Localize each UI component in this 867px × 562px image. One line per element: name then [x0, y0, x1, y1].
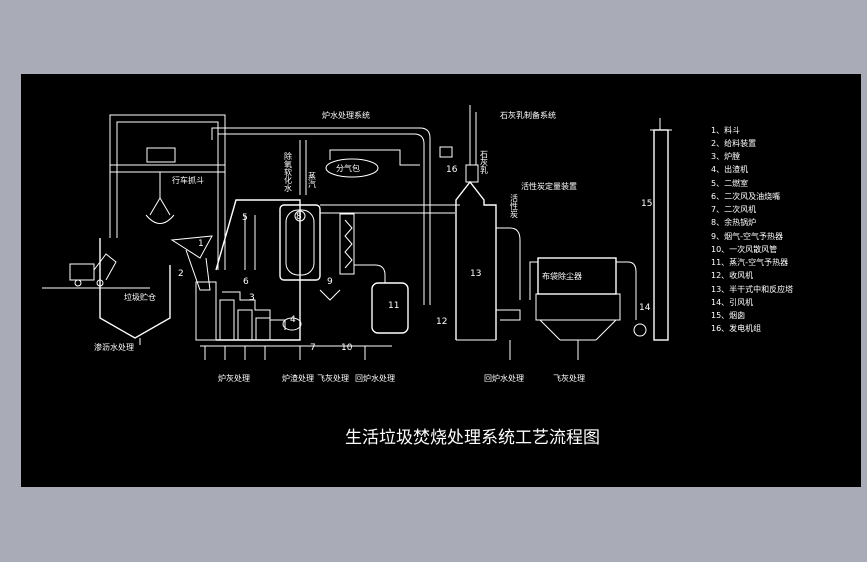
legend-item: 13、半干式中和反应塔	[711, 284, 793, 294]
label-crane-hopper: 行车抓斗	[172, 175, 204, 185]
label-slag-treatment: 炉渣处理	[282, 373, 314, 383]
garbage-pit	[99, 238, 171, 339]
legend-item: 6、二次风及油烧嘴	[711, 191, 780, 201]
number-7: 7	[310, 343, 316, 353]
legend-item: 2、给料装置	[711, 138, 756, 148]
legend-item: 5、二燃室	[711, 178, 748, 188]
steam-pipes	[211, 127, 453, 305]
label-boiler-water: 炉水处理系统	[322, 110, 370, 120]
label-return-water-2: 回炉水处理	[484, 373, 524, 383]
legend-item: 7、二次风机	[711, 204, 756, 214]
legend-item: 9、烟气-空气予热器	[711, 231, 783, 241]
number-12: 12	[436, 317, 447, 327]
legend-item: 15、烟囱	[711, 310, 745, 320]
diagram-title: 生活垃圾焚烧处理系统工艺流程图	[345, 428, 600, 448]
legend-item: 10、一次风散风管	[711, 244, 777, 254]
legend: 1、料斗 2、给料装置 3、炉膛 4、出渣机 5、二燃室 6、二次风及油烧嘴 7…	[711, 125, 793, 333]
bag-filter	[496, 227, 637, 341]
legend-item: 12、收风机	[711, 270, 753, 280]
legend-item: 1、料斗	[711, 125, 740, 135]
number-4: 4	[290, 315, 296, 325]
chimney	[633, 118, 672, 341]
number-5: 5	[242, 213, 248, 223]
garbage-truck	[42, 253, 150, 289]
feed-hopper	[170, 235, 217, 341]
label-activated-carbon: 活性炭定量装置	[521, 181, 577, 191]
legend-item: 4、出渣机	[711, 164, 748, 174]
number-11: 11	[388, 301, 399, 311]
number-9: 9	[327, 277, 333, 287]
steam-air-preheater	[354, 264, 409, 334]
number-6: 6	[243, 277, 249, 287]
number-15: 15	[641, 199, 652, 209]
label-lime-system: 石灰乳制备系统	[500, 110, 556, 120]
number-16: 16	[446, 165, 458, 175]
drawing-canvas	[21, 74, 861, 487]
label-fly-ash: 飞灰处理	[553, 373, 585, 383]
label-deaerated-water: 除氧软化水	[284, 151, 293, 192]
label-leachate: 渗沥水处理	[94, 342, 134, 352]
label-return-water-1: 回炉水处理	[355, 373, 395, 383]
label-activated-carbon-v: 活性炭	[510, 193, 519, 219]
number-10: 10	[341, 343, 353, 353]
label-ash-treatment: 炉灰处理	[218, 373, 250, 383]
label-steam-drum: 分气包	[336, 163, 360, 173]
label-lime-milk: 石灰乳	[480, 150, 489, 174]
legend-item: 3、炉膛	[711, 151, 740, 161]
number-8: 8	[296, 212, 302, 222]
furnace	[215, 199, 302, 341]
ground-lines	[139, 338, 579, 360]
crane-structure	[109, 114, 226, 270]
label-steam-out: 蒸汽	[308, 171, 317, 188]
number-13: 13	[470, 269, 481, 279]
legend-item: 11、蒸汽-空气予热器	[711, 257, 788, 267]
legend-item: 16、发电机组	[711, 323, 761, 333]
reaction-tower	[455, 105, 497, 341]
waste-heat-boiler	[279, 204, 460, 301]
number-2: 2	[178, 269, 184, 279]
legend-item: 8、余热锅炉	[711, 217, 756, 227]
legend-item: 14、引风机	[711, 297, 753, 307]
label-bag-filter: 布袋除尘器	[542, 271, 582, 281]
label-garbage-pit: 垃圾贮仓	[124, 292, 156, 302]
number-1: 1	[198, 239, 204, 249]
number-14: 14	[639, 303, 651, 313]
number-3: 3	[249, 293, 255, 303]
label-fly-ash-mid: 飞灰处理	[317, 373, 349, 383]
